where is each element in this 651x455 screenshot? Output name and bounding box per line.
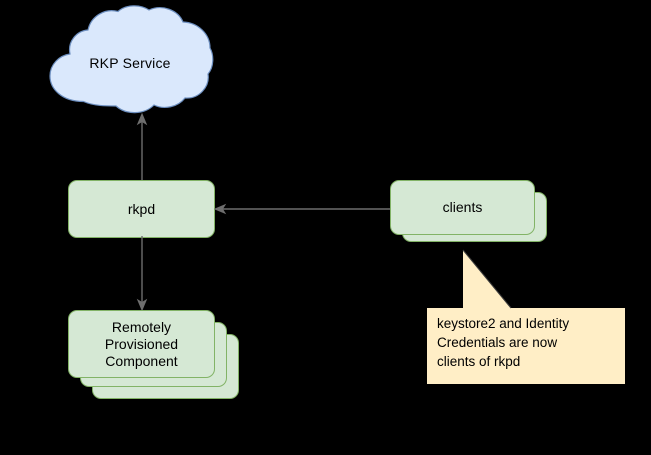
node-clients-label: clients [442, 199, 483, 215]
callout-note[interactable]: keystore2 and Identity Credentials are n… [427, 246, 625, 384]
node-clients-front[interactable]: clients [390, 180, 535, 235]
node-clients[interactable]: clients [390, 180, 555, 248]
cloud-shape-icon [49, 5, 214, 114]
edge-clients-to-rkpd [213, 201, 393, 217]
edge-rkpd-to-rpc [134, 236, 150, 312]
callout-shape [427, 249, 625, 384]
node-rkpd[interactable]: rkpd [68, 180, 215, 238]
node-rpc-label: Remotely Provisioned Component [104, 318, 179, 369]
node-rkp-service[interactable]: RKP Service [42, 5, 218, 121]
callout-note-text: keystore2 and Identity Credentials are n… [437, 316, 570, 369]
node-remotely-provisioned-component[interactable]: Remotely Provisioned Component [68, 310, 268, 405]
node-rkpd-label: rkpd [127, 200, 156, 217]
node-rpc-front[interactable]: Remotely Provisioned Component [68, 310, 215, 378]
edge-rkpd-to-rkp-service [134, 112, 150, 184]
